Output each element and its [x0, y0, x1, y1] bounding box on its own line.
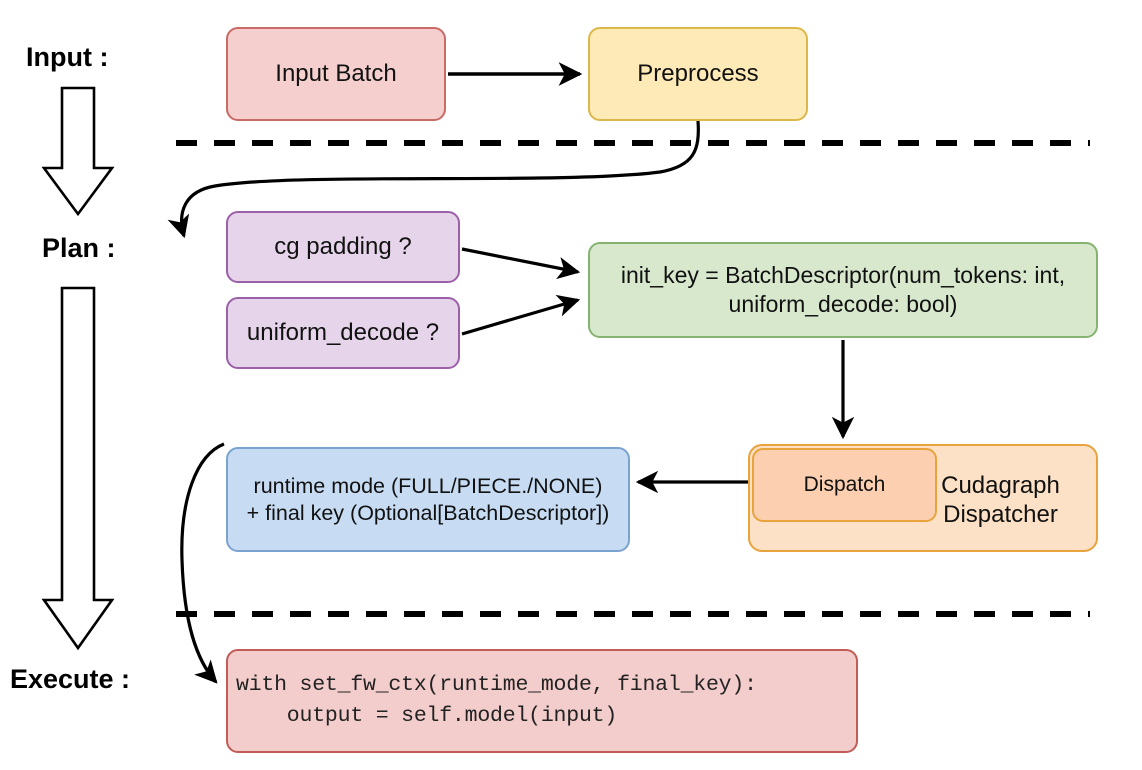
stage-label-plan: Plan : — [42, 233, 116, 263]
node-uniform-decode[interactable]: uniform_decode ? — [226, 297, 460, 369]
stage-label-input: Input : — [26, 42, 109, 72]
node-dispatch[interactable]: Dispatch — [752, 448, 937, 522]
code-block-text: with set_fw_ctx(runtime_mode, final_key)… — [228, 670, 757, 731]
edge-uniform-to-initkey — [461, 294, 581, 336]
node-cg-padding[interactable]: cg padding ? — [226, 211, 460, 283]
stage-arrow-input-to-plan — [41, 86, 115, 217]
stage-label-execute: Execute : — [10, 664, 131, 694]
cudagraph-dispatcher-label: Cudagraph Dispatcher — [941, 471, 1060, 528]
stage-arrow-plan-to-execute — [41, 286, 115, 651]
edge-runtime-to-code — [180, 442, 225, 684]
node-runtime-mode[interactable]: runtime mode (FULL/PIECE./NONE) + final … — [226, 447, 630, 552]
code-line-2: output = self.model(input) — [236, 704, 618, 728]
edge-cgpadding-to-initkey — [461, 247, 581, 280]
code-line-1: with set_fw_ctx(runtime_mode, final_key)… — [236, 673, 757, 698]
node-input-batch[interactable]: Input Batch — [226, 27, 446, 121]
node-preprocess[interactable]: Preprocess — [588, 27, 808, 121]
node-init-key[interactable]: init_key = BatchDescriptor(num_tokens: i… — [588, 242, 1098, 338]
node-code-block[interactable]: with set_fw_ctx(runtime_mode, final_key)… — [226, 649, 858, 753]
